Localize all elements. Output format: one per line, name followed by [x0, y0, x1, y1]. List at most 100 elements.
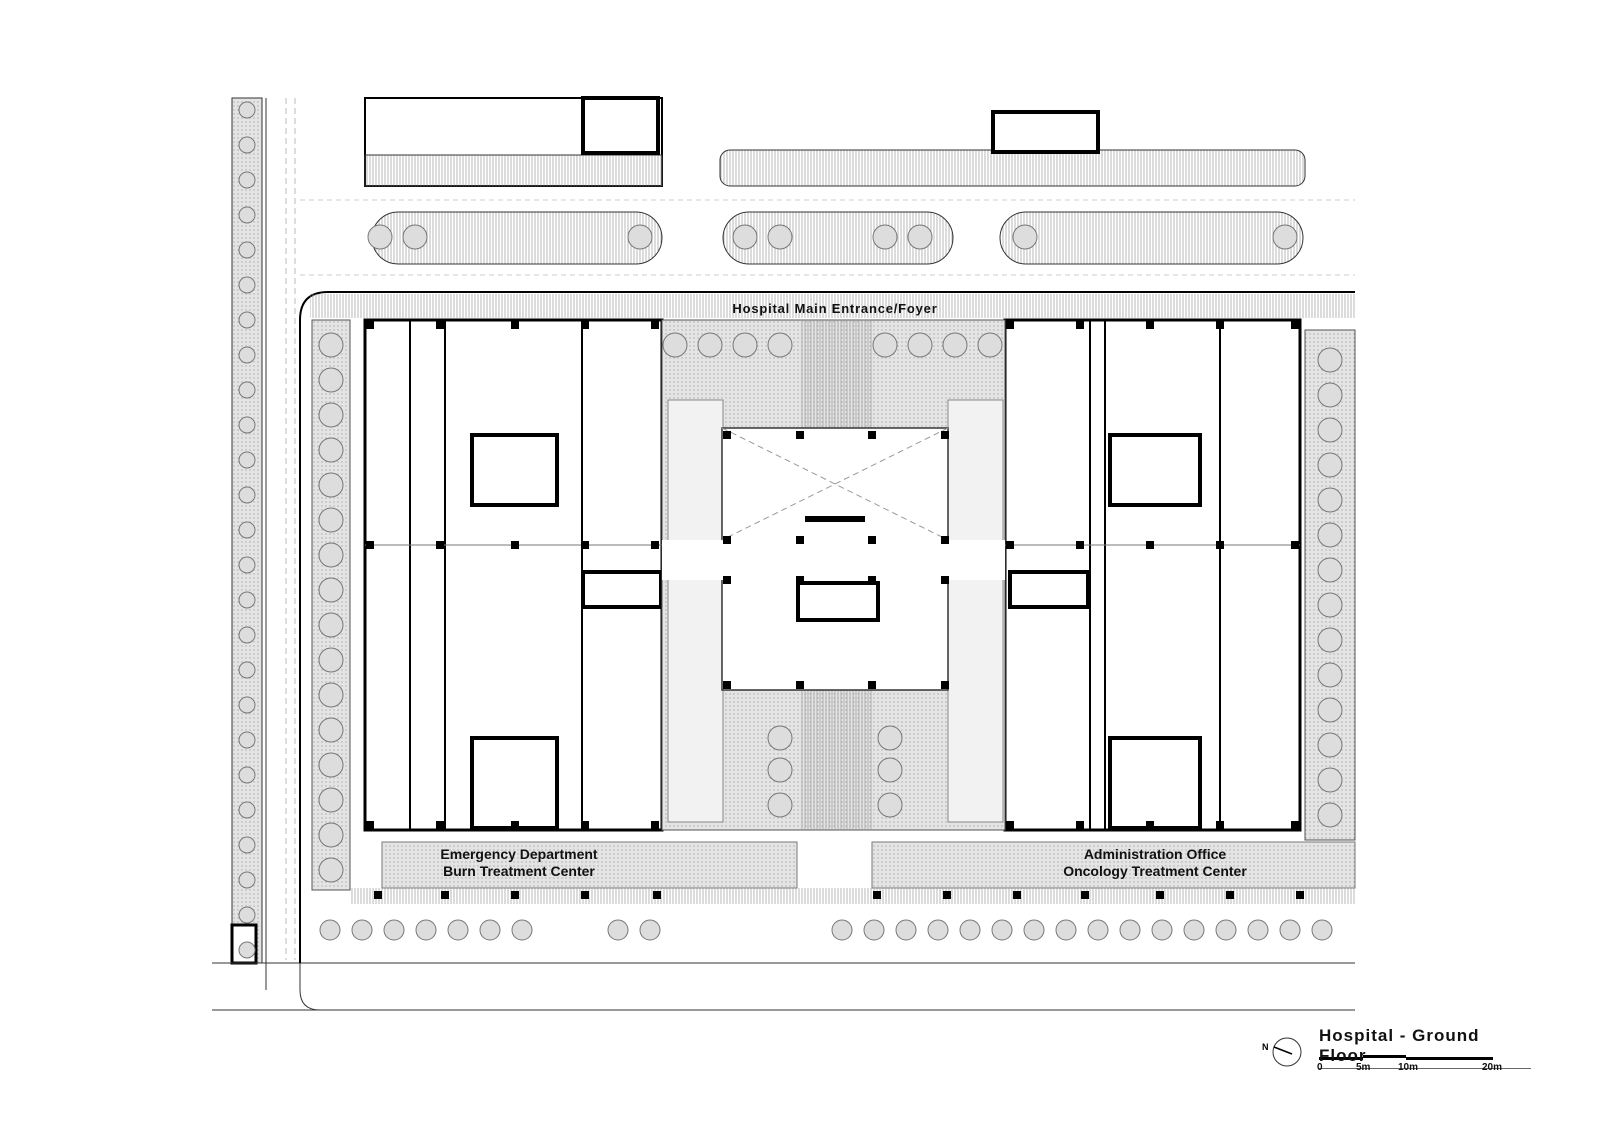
- tree-icon: [1119, 919, 1141, 941]
- tree-icon: [318, 717, 344, 743]
- central-atrium: [661, 319, 1006, 831]
- left-wing: [363, 318, 664, 832]
- tree-icon: [991, 919, 1013, 941]
- tree-icon: [238, 801, 256, 819]
- column: [581, 891, 589, 899]
- columns: [366, 321, 1304, 899]
- column: [1146, 321, 1154, 329]
- tree-icon: [238, 696, 256, 714]
- left-label-line1: Emergency Department: [440, 846, 598, 862]
- column: [1006, 321, 1014, 329]
- column: [723, 576, 731, 584]
- tree-icon: [402, 224, 428, 250]
- column: [581, 321, 589, 329]
- right-wing: [1003, 318, 1302, 832]
- tree-icon: [1215, 919, 1237, 941]
- column: [1013, 891, 1021, 899]
- column: [1146, 821, 1154, 829]
- tree-icon: [415, 919, 437, 941]
- tree-icon: [1317, 417, 1343, 443]
- tree-icon: [1317, 592, 1343, 618]
- tree-icon: [238, 136, 256, 154]
- column: [796, 681, 804, 689]
- tree-icon: [1087, 919, 1109, 941]
- column: [651, 321, 659, 329]
- tree-icon: [1317, 732, 1343, 758]
- tree-icon: [767, 757, 793, 783]
- tree-icon: [1311, 919, 1333, 941]
- tree-icon: [863, 919, 885, 941]
- entrance-label: Hospital Main Entrance/Foyer: [732, 301, 937, 316]
- column: [1076, 321, 1084, 329]
- street-bottom: [212, 962, 1355, 1011]
- column: [723, 536, 731, 544]
- tree-icon: [977, 332, 1003, 358]
- column: [581, 541, 589, 549]
- column: [868, 681, 876, 689]
- column: [1216, 321, 1224, 329]
- tree-icon: [1183, 919, 1205, 941]
- tree-icon: [877, 757, 903, 783]
- column: [511, 541, 519, 549]
- scale-tick-0: 0: [1317, 1062, 1323, 1073]
- column: [868, 536, 876, 544]
- tree-icon: [872, 224, 898, 250]
- tree-icon: [238, 486, 256, 504]
- column: [366, 321, 374, 329]
- tree-icon: [238, 941, 256, 959]
- tree-icon: [1317, 697, 1343, 723]
- column: [941, 431, 949, 439]
- tree-icon: [238, 591, 256, 609]
- tree-icon: [1317, 452, 1343, 478]
- tree-icon: [1012, 224, 1038, 250]
- column: [653, 891, 661, 899]
- tree-icon: [238, 346, 256, 364]
- column: [1076, 821, 1084, 829]
- column: [1076, 541, 1084, 549]
- tree-icon: [238, 521, 256, 539]
- scale-bar: [1319, 1055, 1493, 1060]
- tree-icon: [318, 857, 344, 883]
- tree-icon: [627, 224, 653, 250]
- tree-icon: [238, 311, 256, 329]
- scale-tick-20m: 20m: [1482, 1062, 1503, 1073]
- tree-icon: [318, 612, 344, 638]
- tree-icon: [1023, 919, 1045, 941]
- north-label: N: [1262, 1042, 1269, 1052]
- tree-icon: [238, 101, 256, 119]
- column: [1156, 891, 1164, 899]
- tree-icon: [238, 626, 256, 644]
- column: [1226, 891, 1234, 899]
- column: [796, 536, 804, 544]
- tree-icon: [831, 919, 853, 941]
- tree-icon: [1317, 662, 1343, 688]
- tree-icon: [1317, 557, 1343, 583]
- trees: [238, 101, 1343, 959]
- tree-icon: [662, 332, 688, 358]
- tree-icon: [318, 647, 344, 673]
- column: [1216, 821, 1224, 829]
- column: [1006, 541, 1014, 549]
- tree-icon: [238, 871, 256, 889]
- tree-icon: [318, 402, 344, 428]
- column: [1146, 541, 1154, 549]
- column: [436, 321, 444, 329]
- tree-icon: [942, 332, 968, 358]
- parking-area: [300, 96, 1355, 276]
- site-boundary: [299, 291, 1355, 963]
- tree-icon: [767, 725, 793, 751]
- column: [943, 891, 951, 899]
- tree-icon: [238, 381, 256, 399]
- tree-icon: [238, 276, 256, 294]
- column: [436, 821, 444, 829]
- tree-icon: [318, 542, 344, 568]
- column: [868, 431, 876, 439]
- column: [941, 536, 949, 544]
- tree-icon: [318, 437, 344, 463]
- tree-icon: [907, 332, 933, 358]
- tree-icon: [238, 836, 256, 854]
- scale-tick-5m: 5m: [1356, 1062, 1371, 1073]
- tree-icon: [351, 919, 373, 941]
- column: [1296, 891, 1304, 899]
- tree-icon: [639, 919, 661, 941]
